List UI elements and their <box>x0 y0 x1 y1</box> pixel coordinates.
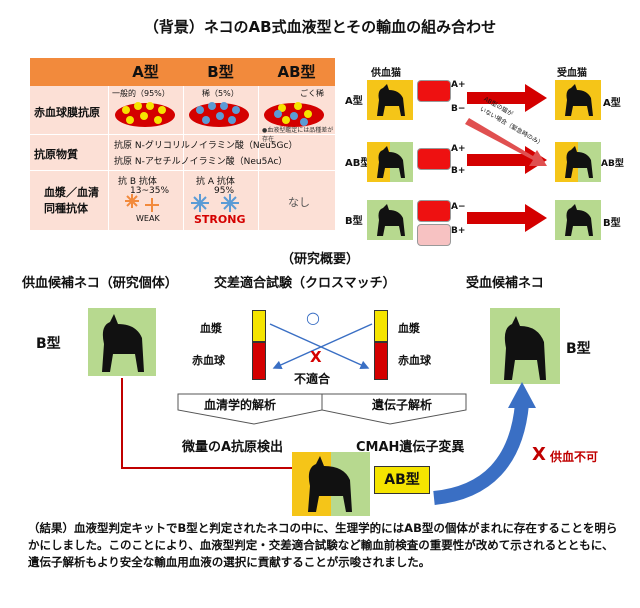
row-antigen-substance: 抗原物質 <box>34 148 78 161</box>
ab-note: ●血液型鑑定には品種差が存在 <box>262 127 334 143</box>
freq-b: 稀（5%） <box>202 89 239 98</box>
rbc-label-right: 赤血球 <box>398 354 431 367</box>
plasma-bar-right <box>374 310 388 342</box>
donor-cat-icon <box>88 308 156 376</box>
recipient-label: 受血猫 <box>557 68 587 79</box>
row-antigen-membrane: 赤血球膜抗原 <box>34 106 100 119</box>
recipient-cat-a-icon <box>555 80 601 120</box>
recipient-cat-icon <box>490 308 560 384</box>
recipient-cat-ab-icon <box>555 142 601 182</box>
sign-ab1: A+ <box>451 144 466 154</box>
conclusion-text: （結果）血液型判定キットでB型と判定されたネコの中に、生理学的にはAB型の個体が… <box>28 521 618 569</box>
finding-left: 微量のA抗原検出 <box>182 440 284 455</box>
row-antibody-1: 血漿／血清 <box>44 186 99 199</box>
donor-type-b: B型 <box>345 216 363 227</box>
blood-tube-icon <box>417 148 451 170</box>
blood-tube-icon <box>417 200 451 222</box>
mismatch-label: 不適合 <box>294 372 331 386</box>
col-b-header: B型 <box>207 63 234 81</box>
genetic-label: 遺伝子解析 <box>372 398 433 412</box>
crossmatch-heading: 交差適合試験（クロスマッチ） <box>214 276 396 291</box>
recipient-type-label: B型 <box>566 341 591 357</box>
recipient-type-b: B型 <box>603 218 621 229</box>
red-cell-antigen-icons <box>115 102 324 127</box>
table-header <box>30 58 335 86</box>
freq-ab: ごく稀 <box>300 89 324 98</box>
donor-label: 供血猫 <box>371 68 401 79</box>
col-a-pct: 13~35% <box>130 186 169 196</box>
recipient-type-ab: AB型 <box>601 159 624 169</box>
rbc-bar-right <box>374 342 388 380</box>
recipient-heading: 受血候補ネコ <box>466 276 544 291</box>
no-donation-label: 供血不可 <box>550 450 599 464</box>
incompatible-mark: X <box>310 348 322 366</box>
col-a-antibody: 抗 B 抗体 <box>118 177 157 187</box>
sign-b2: B+ <box>451 226 466 236</box>
no-donation-x: X <box>532 444 546 465</box>
row-antibody-2: 同種抗体 <box>44 202 88 215</box>
blood-tube-icon <box>417 80 451 102</box>
freq-a: 一般的（95%） <box>112 89 170 98</box>
finding-right: CMAH遺伝子変異 <box>356 440 465 455</box>
blood-type-table: A型 B型 AB型 赤血球膜抗原 一般的（95%） 稀（5%） ごく稀 ●血液型… <box>30 58 335 230</box>
transfusion-panel: 供血猫 受血猫 A型 A+ B− AB型 A+ B+ B型 A− B+ AB型の… <box>345 58 625 258</box>
weak-antibody-icon <box>125 194 159 212</box>
blue-curved-arrow-icon <box>433 382 536 505</box>
col-b-pct: 95% <box>214 186 235 196</box>
plasma-label-right: 血漿 <box>398 322 420 335</box>
result-type-badge: AB型 <box>374 466 430 494</box>
sign-ab2: B+ <box>451 166 466 176</box>
sign-a1: A+ <box>451 80 466 90</box>
cat-b-icon <box>367 200 413 240</box>
cat-ab-icon <box>367 142 413 182</box>
compatible-mark: ○ <box>306 308 320 327</box>
crossmatch-arrows-icon <box>269 323 373 370</box>
overview-title: （研究概要） <box>280 252 359 267</box>
rbc-label-left: 赤血球 <box>192 354 225 367</box>
strong-antibody-icon <box>191 194 239 212</box>
result-cat-icon <box>292 452 370 516</box>
col-a-strength: WEAK <box>136 214 160 223</box>
red-connector-arrow-icon <box>121 378 304 474</box>
plasma-bar-left <box>252 310 266 342</box>
col-b-antibody: 抗 A 抗体 <box>196 177 235 187</box>
serology-label: 血清学的解析 <box>204 398 277 412</box>
donor-heading: 供血候補ネコ（研究個体） <box>22 276 178 291</box>
recipient-cat-b-icon <box>555 200 601 240</box>
col-ab-antibody: なし <box>288 196 310 209</box>
cat-a-icon <box>367 80 413 120</box>
donor-type-label: B型 <box>36 336 61 352</box>
blood-tube-light-icon <box>417 224 451 246</box>
sign-a2: B− <box>451 104 466 114</box>
sign-b1: A− <box>451 202 466 212</box>
rbc-bar-left <box>252 342 266 380</box>
col-a-header: A型 <box>132 63 159 81</box>
antigen-b-text: 抗原 N-アセチルノイラミン酸（Neu5Ac） <box>114 157 288 167</box>
analysis-arrows <box>177 393 467 425</box>
col-ab-header: AB型 <box>277 63 316 81</box>
plasma-label-left: 血漿 <box>200 322 222 335</box>
col-b-strength: STRONG <box>194 213 246 226</box>
red-arrow-icon <box>465 84 547 232</box>
donor-type-a: A型 <box>345 96 363 107</box>
donor-type-ab: AB型 <box>345 158 371 169</box>
recipient-type-a: A型 <box>603 98 621 109</box>
antigen-a-text: 抗原 N-グリコリルノイラミン酸（Neu5Gc） <box>114 141 298 151</box>
page-title: （背景）ネコのAB式血液型とその輸血の組み合わせ <box>143 18 497 36</box>
